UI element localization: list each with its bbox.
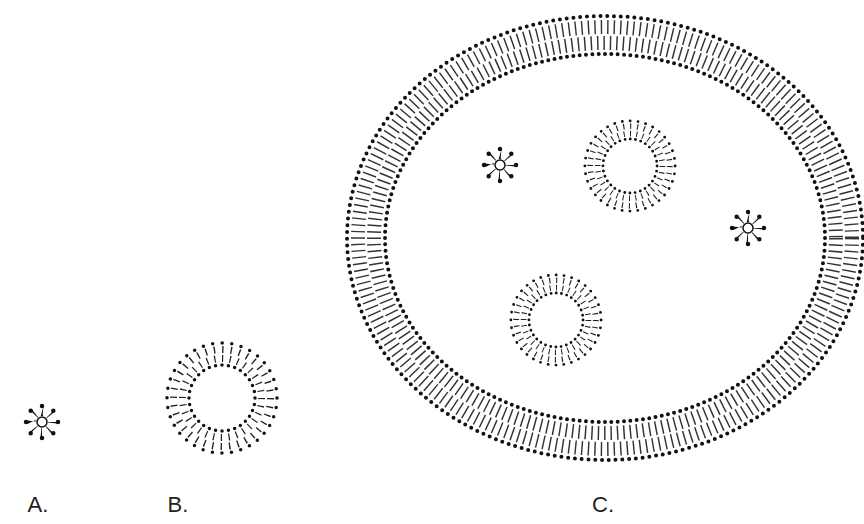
- inner-micelle: [732, 212, 764, 244]
- panel-letter: C.: [592, 494, 614, 516]
- panel-letter: B.: [168, 494, 189, 516]
- inner-liposome: [585, 121, 675, 211]
- inner-liposome: [511, 275, 601, 365]
- inner-micelle: [484, 149, 516, 181]
- liposome-b: [167, 343, 277, 453]
- large-vesicle: [347, 16, 863, 460]
- micelle-a: [26, 406, 58, 438]
- panel-letter: A.: [28, 494, 49, 516]
